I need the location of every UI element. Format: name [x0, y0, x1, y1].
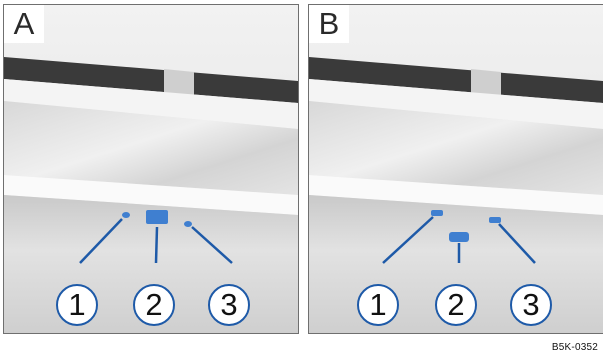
front-edge [4, 175, 298, 215]
upper-trim [4, 79, 298, 129]
led-3 [184, 221, 192, 227]
callout-3: 3 [510, 284, 552, 326]
led-3 [489, 217, 501, 223]
callout-2: 2 [133, 284, 175, 326]
callout-line-2 [154, 226, 159, 264]
callout-3: 3 [208, 284, 250, 326]
panel-a: A 1 2 3 [3, 4, 299, 334]
sunroof-panel [4, 101, 298, 195]
callout-2: 2 [435, 284, 477, 326]
panel-letter: B [309, 5, 349, 43]
callout-line-3 [191, 226, 233, 264]
sensor-2 [146, 210, 168, 224]
panel-letter: A [4, 5, 44, 43]
sunroof-panel [309, 101, 603, 195]
callout-line-1 [79, 218, 123, 264]
front-edge [309, 175, 603, 215]
panel-a-illustration [4, 5, 298, 333]
figure-code: B5K-0352 [551, 342, 598, 353]
dark-roof-strip [4, 57, 298, 103]
sensor-2 [449, 232, 469, 242]
callout-line-1 [382, 216, 434, 264]
roof-mount [471, 69, 501, 97]
dark-roof-strip [309, 57, 603, 103]
led-1 [122, 212, 130, 218]
panel-b: B 1 2 3 [308, 4, 603, 334]
led-1 [431, 210, 443, 216]
callout-line-3 [498, 223, 536, 264]
callout-1: 1 [56, 284, 98, 326]
upper-trim [309, 79, 603, 129]
roof-mount [164, 69, 194, 97]
callout-1: 1 [357, 284, 399, 326]
